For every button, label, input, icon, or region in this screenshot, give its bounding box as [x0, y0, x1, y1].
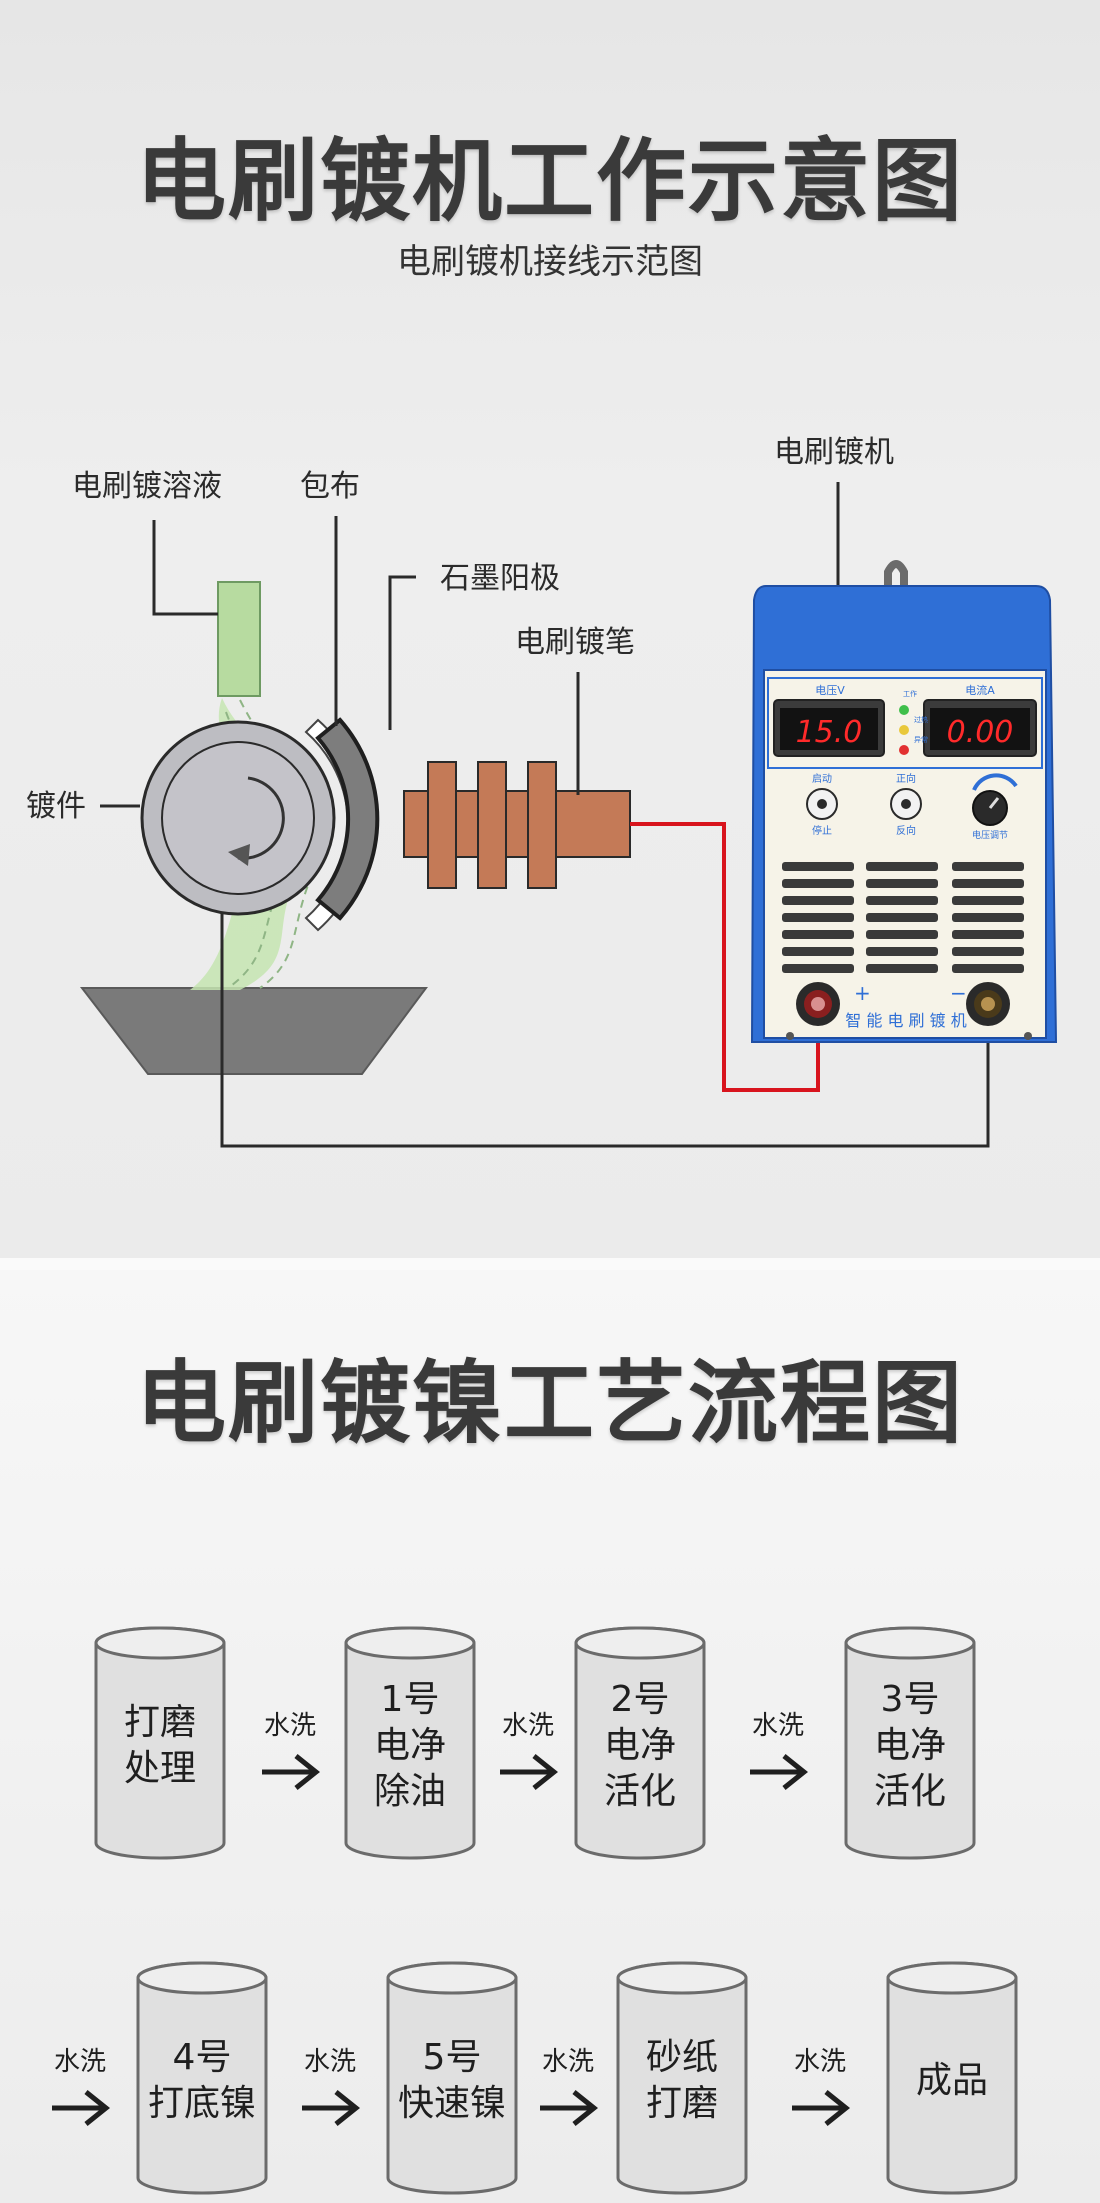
svg-text:异常: 异常 — [914, 735, 928, 744]
process-step-text: 打磨 — [124, 1702, 196, 1743]
svg-text:电压调节: 电压调节 — [972, 829, 1008, 841]
wash-label: 水洗 — [542, 2047, 594, 2077]
diagram-subtitle: 电刷镀机接线示范图 — [397, 242, 703, 282]
positive-wire — [630, 822, 820, 1092]
current-label: 电流A — [965, 683, 995, 697]
svg-text:工作: 工作 — [903, 689, 917, 698]
svg-text:正向: 正向 — [896, 772, 916, 785]
error-indicator — [899, 745, 909, 755]
label-machine: 电刷镀机 — [774, 435, 894, 470]
process-step-text: 除油 — [374, 1771, 446, 1812]
wash-label: 水洗 — [502, 1711, 554, 1741]
process-step-text: 打底镍 — [148, 2083, 256, 2124]
graphite-anode — [315, 717, 380, 921]
solution-flow — [190, 698, 312, 990]
wash-label: 水洗 — [54, 2047, 106, 2077]
wash-label: 水洗 — [264, 1711, 316, 1741]
svg-text:+: + — [854, 981, 871, 1005]
process-step-text: 电净 — [604, 1725, 676, 1766]
process-title: 电刷镀镍工艺流程图 — [136, 1351, 964, 1456]
svg-text:反向: 反向 — [896, 824, 916, 837]
process-step-text: 4号 — [173, 2037, 232, 2078]
svg-text:停止: 停止 — [812, 824, 832, 837]
process-step-text: 3号 — [881, 1679, 940, 1720]
process-step-text: 活化 — [604, 1771, 676, 1812]
diagram-title: 电刷镀机工作示意图 — [136, 129, 964, 234]
flow-arrow: 水洗 — [52, 2047, 111, 2126]
voltage-display: 15.0 — [796, 715, 863, 750]
svg-text:启动: 启动 — [812, 772, 832, 785]
wiring-diagram-section: 电刷镀机工作示意图 电刷镀机接线示范图 电刷镀溶液 包布 石 — [0, 0, 1100, 1258]
wash-label: 水洗 — [794, 2047, 846, 2077]
machine-brand: 智 能 电 刷 镀 机 — [845, 1011, 966, 1030]
process-step-text: 打磨 — [646, 2083, 718, 2124]
label-cloth: 包布 — [300, 469, 360, 504]
process-step-text: 活化 — [874, 1771, 946, 1812]
flow-arrow: 水洗 — [262, 1711, 321, 1790]
label-pen: 电刷镀笔 — [515, 625, 635, 660]
label-solution: 电刷镀溶液 — [72, 469, 222, 504]
process-step-text: 成品 — [916, 2060, 988, 2101]
flow-arrow: 水洗 — [792, 2047, 851, 2126]
overheat-indicator — [899, 725, 909, 735]
flow-arrow: 水洗 — [500, 1711, 559, 1790]
wash-label: 水洗 — [752, 1711, 804, 1741]
process-step-text: 快速镍 — [398, 2083, 506, 2124]
wash-label: 水洗 — [304, 2047, 356, 2077]
svg-text:−: − — [950, 981, 967, 1005]
current-display: 0.00 — [947, 715, 1014, 750]
solution-container — [217, 581, 261, 697]
ventilation-grille — [782, 862, 1024, 973]
voltage-label: 电压V — [815, 684, 845, 697]
svg-text:过热: 过热 — [914, 715, 928, 724]
label-anode: 石墨阳极 — [440, 561, 560, 596]
process-flow: 打磨处理1号电净除油2号电净活化3号电净活化水洗水洗水洗4号打底镍5号快速镍砂纸… — [52, 1626, 1018, 2195]
process-step-text: 处理 — [124, 1748, 196, 1789]
electroplating-machine: 电压V 电流A 15.0 0.00 工作 过热 异常 启动 停止 正向 反向 — [750, 560, 1058, 1043]
process-step-text: 2号 — [611, 1679, 670, 1720]
flow-arrow: 水洗 — [302, 2047, 361, 2126]
process-step-text: 电净 — [374, 1725, 446, 1766]
solution-basin — [79, 987, 428, 1075]
process-step-text: 5号 — [423, 2037, 482, 2078]
flow-arrow: 水洗 — [750, 1711, 809, 1790]
machine-handle — [884, 560, 908, 600]
work-indicator — [899, 705, 909, 715]
wiring-diagram: 电刷镀溶液 包布 石墨阳极 电刷镀笔 镀件 电刷镀机 电压V 电流A 15.0 — [26, 435, 1058, 1148]
process-step-text: 电净 — [874, 1725, 946, 1766]
process-step-text: 砂纸 — [646, 2037, 718, 2078]
rotation-arrow-icon — [237, 776, 285, 860]
flow-arrow: 水洗 — [540, 2047, 599, 2126]
process-cylinder: 成品 — [886, 1961, 1018, 2195]
process-step-text: 1号 — [381, 1679, 440, 1720]
label-workpiece: 镀件 — [26, 789, 86, 824]
negative-wire — [220, 912, 990, 1148]
